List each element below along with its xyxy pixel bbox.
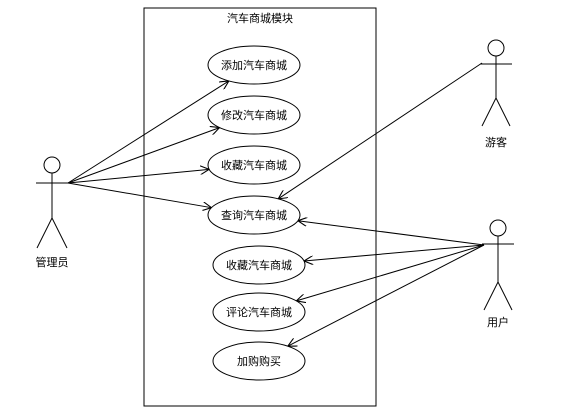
use-case-uc4: 查询汽车商城 bbox=[207, 195, 301, 235]
actor-guest-leg-left bbox=[481, 97, 497, 127]
actor-guest-leg-right bbox=[495, 97, 511, 127]
actor-guest-head bbox=[487, 39, 505, 57]
association-user-uc6 bbox=[296, 244, 485, 301]
actor-guest: 游客 bbox=[480, 39, 512, 149]
actor-user-leg-left bbox=[483, 281, 499, 311]
association-lines bbox=[67, 62, 485, 346]
actor-guest-label: 游客 bbox=[485, 135, 507, 149]
association-user-uc4 bbox=[298, 221, 485, 246]
use-case-ellipse bbox=[212, 341, 306, 381]
actor-user-head bbox=[489, 219, 507, 237]
actor-admin-head bbox=[43, 156, 61, 174]
actor-admin: 管理员 bbox=[36, 156, 69, 269]
use-case-ellipse bbox=[207, 145, 301, 185]
use-case-uc6: 评论汽车商城 bbox=[212, 292, 306, 332]
use-case-ellipse bbox=[207, 95, 301, 135]
use-case-ellipse bbox=[207, 195, 301, 235]
system-boundary: 汽车商城模块 bbox=[143, 7, 377, 407]
association-admin-uc3 bbox=[67, 169, 209, 184]
actor-user-leg-right bbox=[497, 281, 513, 311]
association-admin-uc1 bbox=[67, 81, 229, 184]
association-admin-uc4 bbox=[67, 182, 212, 208]
actor-admin-leg-left bbox=[36, 217, 53, 249]
use-case-label: 评论汽车商城 bbox=[226, 305, 292, 319]
actor-admin-leg-right bbox=[51, 217, 68, 249]
use-case-uc7: 加购购买 bbox=[212, 341, 306, 381]
actor-admin-label: 管理员 bbox=[36, 255, 69, 269]
use-case-ellipse bbox=[207, 45, 301, 85]
association-guest-uc4 bbox=[278, 62, 483, 199]
use-case-label: 加购购买 bbox=[237, 354, 281, 368]
association-admin-uc2 bbox=[67, 128, 220, 184]
use-case-label: 查询汽车商城 bbox=[221, 208, 287, 222]
association-user-uc5 bbox=[304, 244, 485, 261]
use-case-label: 收藏汽车商城 bbox=[221, 158, 287, 172]
actor-user-label: 用户 bbox=[487, 315, 509, 329]
use-case-label: 添加汽车商城 bbox=[221, 58, 287, 72]
association-user-uc7 bbox=[288, 244, 485, 346]
use-case-ellipse bbox=[212, 245, 306, 285]
use-case-uc2: 修改汽车商城 bbox=[207, 95, 301, 135]
use-case-ellipse bbox=[212, 292, 306, 332]
use-case-uc1: 添加汽车商城 bbox=[207, 45, 301, 85]
actor-user: 用户 bbox=[482, 219, 514, 329]
system-title: 汽车商城模块 bbox=[227, 11, 293, 25]
use-case-label: 收藏汽车商城 bbox=[226, 258, 292, 272]
use-case-label: 修改汽车商城 bbox=[221, 108, 287, 122]
use-case-uc5: 收藏汽车商城 bbox=[212, 245, 306, 285]
use-case-uc3: 收藏汽车商城 bbox=[207, 145, 301, 185]
